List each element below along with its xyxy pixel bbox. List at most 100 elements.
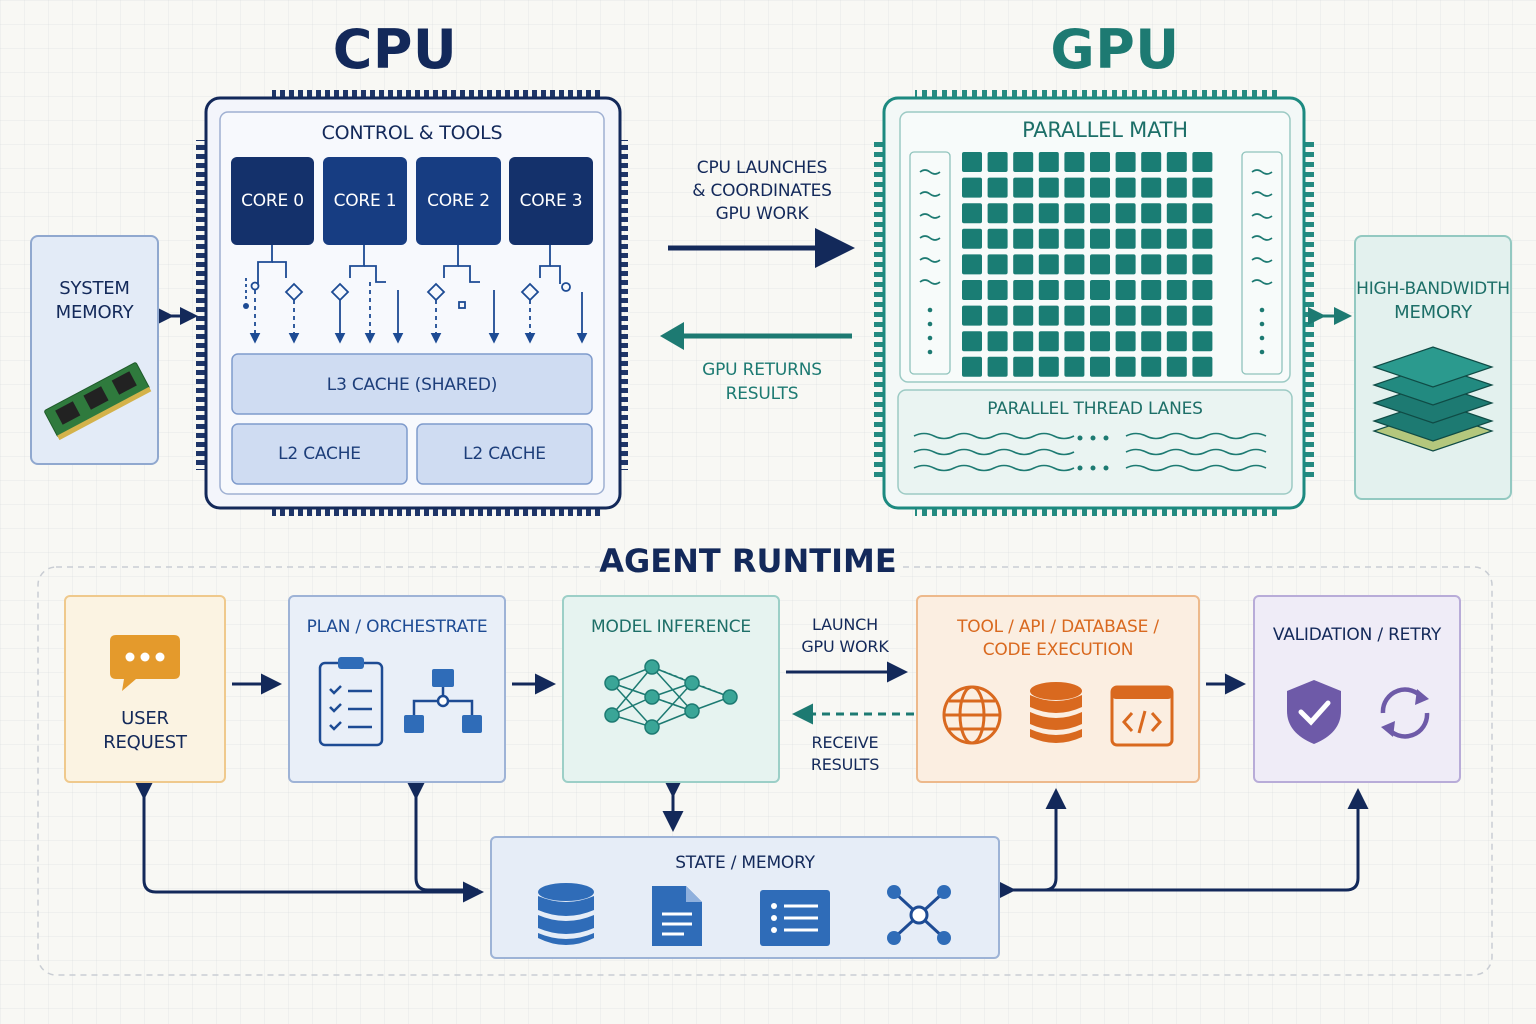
agent-runtime-title: AGENT RUNTIME	[599, 542, 897, 580]
document-icon	[652, 886, 702, 946]
gpu-core-cell	[1115, 254, 1136, 275]
gpu-core-cell	[1038, 305, 1059, 326]
gpu-core-cell	[987, 356, 1008, 377]
thread-lanes-label: PARALLEL THREAD LANES	[987, 399, 1203, 419]
cpu-control-label: CONTROL & TOOLS	[321, 122, 503, 144]
gpu-core-cell	[1166, 254, 1187, 275]
gpu-core-cell	[987, 305, 1008, 326]
cpu-core-1: CORE 1	[323, 157, 407, 245]
gpu-core-cell	[1166, 305, 1187, 326]
core-label: CORE 2	[427, 191, 490, 211]
graph-network-icon	[887, 885, 951, 945]
gpu-core-cell	[1166, 356, 1187, 377]
gpu-core-cell	[962, 280, 982, 300]
gpu-core-cell	[1064, 177, 1085, 198]
gpu-side-lane-left	[919, 169, 941, 355]
gpu-core-cell	[1013, 280, 1034, 300]
gpu-core-cell	[987, 228, 1008, 249]
shield-check-icon	[1287, 680, 1341, 744]
gpu-core-cell	[1013, 228, 1034, 249]
parallel-math-label: PARALLEL MATH	[1022, 118, 1188, 142]
gpu-core-cell	[1115, 305, 1136, 326]
launch-gpu-work-label-2: GPU WORK	[801, 637, 889, 656]
user-request-label-2: REQUEST	[103, 732, 187, 753]
code-window-icon	[1110, 685, 1174, 747]
gpu-core-cell	[1192, 356, 1213, 377]
gpu-core-cell	[1038, 356, 1059, 377]
gpu-core-cell	[1115, 203, 1136, 224]
plan-orchestrate-card: PLAN / ORCHESTRATE	[288, 595, 506, 783]
gpu-core-cell	[1013, 203, 1034, 224]
tools-execution-label-1: TOOL / API / DATABASE /	[957, 617, 1159, 637]
gpu-core-cell	[1166, 331, 1187, 352]
gpu-core-cell	[1192, 305, 1213, 326]
gpu-core-cell	[962, 254, 982, 275]
cpu-launch-label-3: GPU WORK	[715, 204, 809, 224]
retry-cycle-icon	[1380, 687, 1430, 739]
tools-execution-label-2: CODE EXECUTION	[982, 640, 1134, 660]
gpu-side-lane-right	[1251, 169, 1273, 355]
gpu-core-cell	[1192, 152, 1213, 172]
gpu-core-cell	[1115, 356, 1136, 377]
database-icon	[1030, 682, 1082, 743]
gpu-core-cell	[1141, 254, 1162, 275]
launch-gpu-work-label-1: LAUNCH	[812, 615, 878, 634]
gpu-core-cell	[987, 203, 1008, 224]
gpu-core-cell	[1192, 280, 1213, 300]
hbm-label-2: MEMORY	[1394, 302, 1472, 323]
gpu-core-cell	[1141, 203, 1162, 224]
gpu-core-cell	[987, 280, 1008, 300]
cpu-launch-label-2: & COORDINATES	[692, 181, 832, 201]
hbm-label-1: HIGH-BANDWIDTH	[1356, 279, 1510, 299]
gpu-core-cell	[1090, 331, 1110, 352]
gpu-core-cell	[1090, 305, 1110, 326]
receive-results-label-2: RESULTS	[810, 755, 880, 774]
gpu-core-cell	[1166, 228, 1187, 249]
gpu-core-cell	[1192, 177, 1213, 198]
gpu-core-cell	[1090, 356, 1110, 377]
gpu-core-cell	[962, 331, 982, 352]
thread-lanes-waves	[913, 432, 1267, 472]
gpu-core-cell	[962, 356, 982, 377]
model-inference-label: MODEL INFERENCE	[591, 617, 751, 637]
gpu-core-cell	[1064, 152, 1085, 172]
gpu-core-cell	[1090, 280, 1110, 300]
gpu-core-cell	[987, 254, 1008, 275]
gpu-core-cell	[1141, 177, 1162, 198]
gpu-core-cell	[1192, 228, 1213, 249]
l2-cache-label-left: L2 CACHE	[278, 444, 361, 464]
list-panel-icon	[760, 890, 830, 946]
gpu-core-cell	[1064, 280, 1085, 300]
gpu-core-cell	[1064, 356, 1085, 377]
gpu-core-cell	[1038, 331, 1059, 352]
cpu-launch-label-1: CPU LAUNCHES	[696, 158, 828, 178]
gpu-core-cell	[1013, 254, 1034, 275]
cpu-core-2: CORE 2	[416, 157, 501, 245]
l3-cache-label: L3 CACHE (SHARED)	[326, 375, 498, 395]
validation-retry-label: VALIDATION / RETRY	[1272, 625, 1442, 645]
gpu-core-cell	[1038, 177, 1059, 198]
gpu-core-cell	[1115, 177, 1136, 198]
ram-module-icon	[44, 362, 152, 441]
gpu-core-cell	[1038, 152, 1059, 172]
cpu-core-3: CORE 3	[509, 157, 593, 245]
gpu-core-cell	[962, 228, 982, 249]
checklist-clipboard-icon	[318, 657, 384, 747]
tools-execution-card: TOOL / API / DATABASE / CODE EXECUTION	[916, 595, 1200, 783]
gpu-core-cell	[1013, 177, 1034, 198]
gpu-core-cell	[1115, 228, 1136, 249]
core-label: CORE 3	[519, 191, 583, 211]
gpu-core-cell	[1192, 203, 1213, 224]
state-memory-card: STATE / MEMORY	[490, 836, 1000, 959]
gpu-core-cell	[1141, 305, 1162, 326]
gpu-core-cell	[962, 305, 982, 326]
gpu-core-cell	[1141, 228, 1162, 249]
gpu-core-cell	[962, 177, 982, 198]
gpu-core-cell	[1090, 203, 1110, 224]
gpu-core-cell	[1141, 152, 1162, 172]
cpu-core-0: CORE 0	[231, 157, 314, 245]
gpu-title: GPU	[1050, 18, 1180, 81]
gpu-core-cell	[1038, 203, 1059, 224]
gpu-core-cell	[1013, 331, 1034, 352]
